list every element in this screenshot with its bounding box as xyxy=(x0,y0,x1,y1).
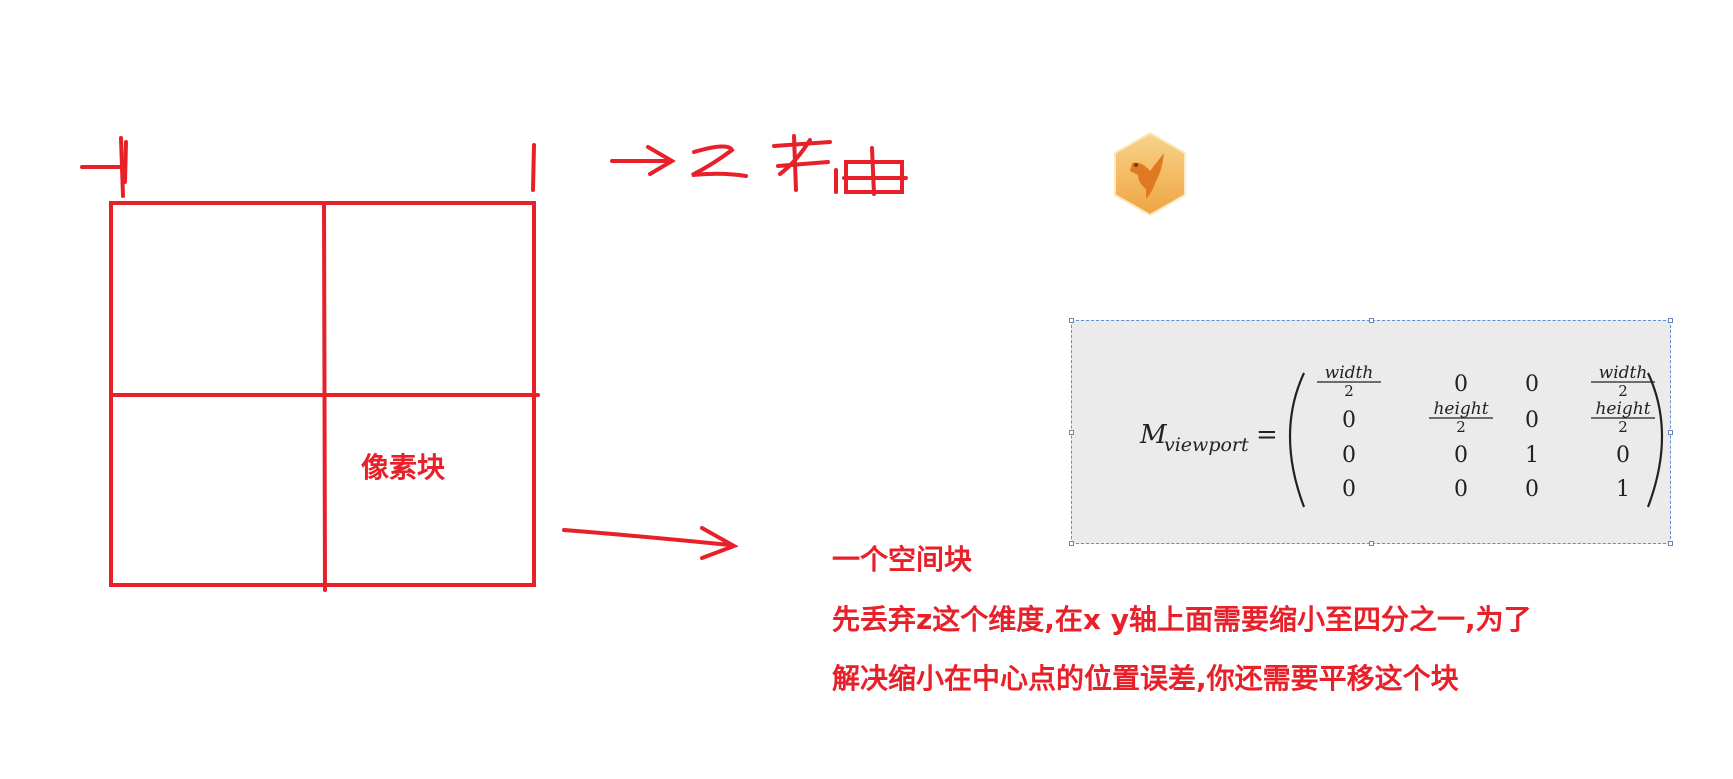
right-tick-mark xyxy=(531,143,536,192)
matrix-cell-0-3-numerator: width xyxy=(1599,363,1648,383)
matrix-cell-1-0: 0 xyxy=(1342,408,1356,433)
top-sketch-marks xyxy=(80,134,908,198)
matrix-cell-2-0: 0 xyxy=(1342,443,1356,468)
resize-handle-tl[interactable] xyxy=(1069,318,1074,323)
description-line-1: 先丢弃z这个维度,在x y轴上面需要缩小至四分之一,为了 xyxy=(832,603,1532,636)
matrix-cell-0-1: 0 xyxy=(1454,372,1468,397)
resize-handle-tm[interactable] xyxy=(1369,318,1374,323)
right-paren xyxy=(1646,372,1664,508)
matrix-cell-0-0-numerator: width xyxy=(1325,363,1374,383)
matrix-cell-3-1: 0 xyxy=(1454,477,1468,502)
matrix-cell-3-3: 1 xyxy=(1616,477,1630,502)
resize-handle-mr[interactable] xyxy=(1668,430,1673,435)
matrix-cell-2-2: 1 xyxy=(1525,443,1539,468)
matrix-cell-2-1: 0 xyxy=(1454,443,1468,468)
grid-outer-border xyxy=(109,201,536,587)
left-tick-vertical xyxy=(119,136,125,198)
matrix-cell-3-2: 0 xyxy=(1525,477,1539,502)
hummingbird-logo-icon xyxy=(1114,131,1186,217)
right-arrow xyxy=(562,526,739,560)
sketch-glyph-1 xyxy=(691,144,748,178)
matrix-subscript: viewport xyxy=(1164,434,1249,456)
resize-handle-bm[interactable] xyxy=(1369,541,1374,546)
matrix-cell-1-3-denominator: 2 xyxy=(1618,418,1628,436)
matrix-cell-0-3-denominator: 2 xyxy=(1618,382,1628,400)
top-arrow-sketch xyxy=(610,145,676,176)
matrix-cell-1-2: 0 xyxy=(1525,408,1539,433)
sketch-glyph-3 xyxy=(834,146,908,196)
matrix-cell-3-0: 0 xyxy=(1342,477,1356,502)
matrix-cell-2-3: 0 xyxy=(1616,443,1630,468)
resize-handle-br[interactable] xyxy=(1668,541,1673,546)
matrix-name: M xyxy=(1139,420,1168,450)
matrix-cell-0-0-denominator: 2 xyxy=(1344,382,1354,400)
resize-handle-tr[interactable] xyxy=(1668,318,1673,323)
space-block-label: 一个空间块 xyxy=(832,543,973,576)
resize-handle-ml[interactable] xyxy=(1069,430,1074,435)
pixel-block-label: 像素块 xyxy=(361,451,446,484)
pixel-grid xyxy=(109,201,540,592)
matrix-cell-1-3-numerator: height xyxy=(1595,399,1650,419)
matrix-cell-0-2: 0 xyxy=(1525,372,1539,397)
matrix-cell-1-1-denominator: 2 xyxy=(1456,418,1466,436)
equals-sign: = xyxy=(1256,420,1278,450)
sketch-glyph-2 xyxy=(772,134,832,192)
matrix-cell-1-1-numerator: height xyxy=(1433,399,1488,419)
left-tick-vertical-2 xyxy=(123,140,128,184)
resize-handle-bl[interactable] xyxy=(1069,541,1074,546)
description-line-2: 解决缩小在中心点的位置误差,你还需要平移这个块 xyxy=(832,662,1459,695)
left-paren xyxy=(1288,372,1306,508)
